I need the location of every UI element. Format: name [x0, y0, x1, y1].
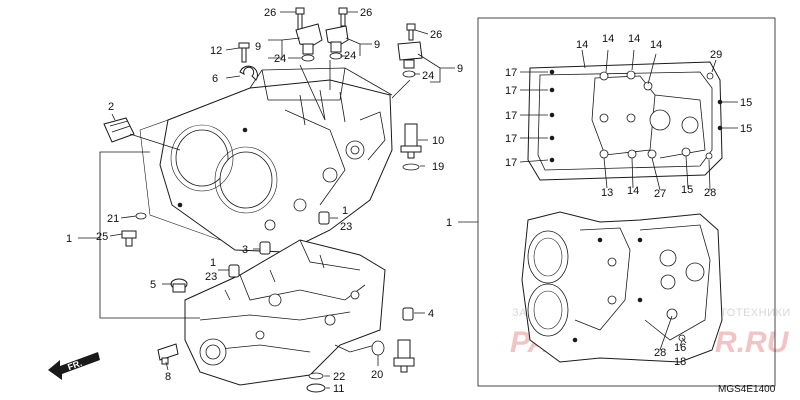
callout-8: 8	[165, 371, 171, 383]
callout-9: 9	[457, 63, 463, 75]
plug-5	[170, 278, 188, 293]
callout-12: 12	[210, 45, 222, 57]
callout-16: 16	[674, 342, 686, 354]
sensor-mid	[325, 25, 349, 53]
washer-21	[135, 212, 147, 220]
callout-14: 14	[576, 39, 588, 51]
washer-20-ring	[371, 340, 385, 356]
callout-17: 17	[505, 110, 517, 122]
oring-24-left	[301, 54, 315, 62]
callout-15: 15	[740, 97, 752, 109]
washer-22	[308, 372, 324, 380]
cylinder-bore-left	[175, 129, 229, 187]
callout-26: 26	[264, 7, 276, 19]
washer-19	[402, 163, 420, 171]
callout-1: 1	[342, 205, 348, 217]
callout-14: 14	[627, 185, 639, 197]
breather-plate-2	[103, 117, 135, 143]
callout-17: 17	[505, 157, 517, 169]
callout-3: 3	[242, 244, 248, 256]
callout-9: 9	[374, 39, 380, 51]
dowel-3	[259, 241, 271, 255]
bolt-25	[121, 230, 137, 247]
callout-14: 14	[628, 33, 640, 45]
callout-10: 10	[432, 135, 444, 147]
bolt-12	[238, 42, 250, 63]
callout-15: 15	[740, 123, 752, 135]
callout-19: 19	[432, 161, 444, 173]
bolt-8	[157, 343, 179, 365]
callout-6: 6	[212, 73, 218, 85]
callout-13: 13	[601, 187, 613, 199]
callout-26: 26	[360, 7, 372, 19]
oil-pressure-switch-10	[400, 123, 422, 159]
callout-20: 20	[371, 369, 383, 381]
callout-1: 1	[66, 233, 72, 245]
callout-14: 14	[602, 33, 614, 45]
front-label: FR.	[66, 358, 83, 372]
sensor-left	[295, 23, 323, 55]
clip-6	[239, 65, 258, 81]
bolt-11	[306, 383, 326, 393]
callout-29: 29	[710, 49, 722, 61]
callout-14: 14	[650, 39, 662, 51]
diagram-code: MGS4E1400	[718, 384, 776, 395]
callout-17: 17	[505, 85, 517, 97]
callout-17: 17	[505, 67, 517, 79]
bolt-26-mid	[338, 7, 348, 27]
callout-15: 15	[681, 184, 693, 196]
callout-22: 22	[333, 371, 345, 383]
upper-crankcase	[139, 67, 393, 253]
lower-case-bottom-view	[521, 211, 723, 363]
callout-1: 1	[446, 217, 452, 229]
bolt-26-right	[406, 23, 416, 41]
callout-28: 28	[704, 187, 716, 199]
dowel-23-upper	[318, 211, 330, 225]
lower-crankcase	[184, 239, 386, 386]
callout-17: 17	[505, 133, 517, 145]
callout-24: 24	[344, 50, 356, 62]
callout-26: 26	[430, 29, 442, 41]
leader-lines	[78, 11, 738, 389]
upper-case-bottom-view	[527, 61, 723, 181]
callout-2: 2	[108, 101, 114, 113]
callout-27: 27	[654, 188, 666, 200]
callout-1: 1	[210, 257, 216, 269]
callout-21: 21	[107, 213, 119, 225]
cylinder-bore-right	[219, 151, 273, 209]
callout-24: 24	[274, 53, 286, 65]
dowel-23-lower	[228, 264, 240, 278]
callout-25: 25	[96, 231, 108, 243]
sensor-right	[397, 41, 423, 69]
callout-4: 4	[428, 308, 434, 320]
dowel-4	[402, 307, 414, 321]
detail-box	[477, 17, 776, 387]
callouts: 26 26 26 12 9 9 9 24 24 24 6 2 10 19 1 1…	[66, 7, 752, 395]
callout-18: 18	[674, 356, 686, 368]
callout-24: 24	[422, 70, 434, 82]
front-arrow-icon	[48, 352, 100, 380]
callout-23: 23	[340, 221, 352, 233]
callout-9: 9	[255, 41, 261, 53]
oring-24-right	[402, 70, 416, 78]
callout-5: 5	[150, 279, 156, 291]
bolt-26-left	[295, 7, 305, 31]
callout-11: 11	[333, 383, 344, 395]
callout-23: 23	[205, 271, 217, 283]
callout-28: 28	[654, 347, 666, 359]
sensor-20	[393, 339, 415, 373]
